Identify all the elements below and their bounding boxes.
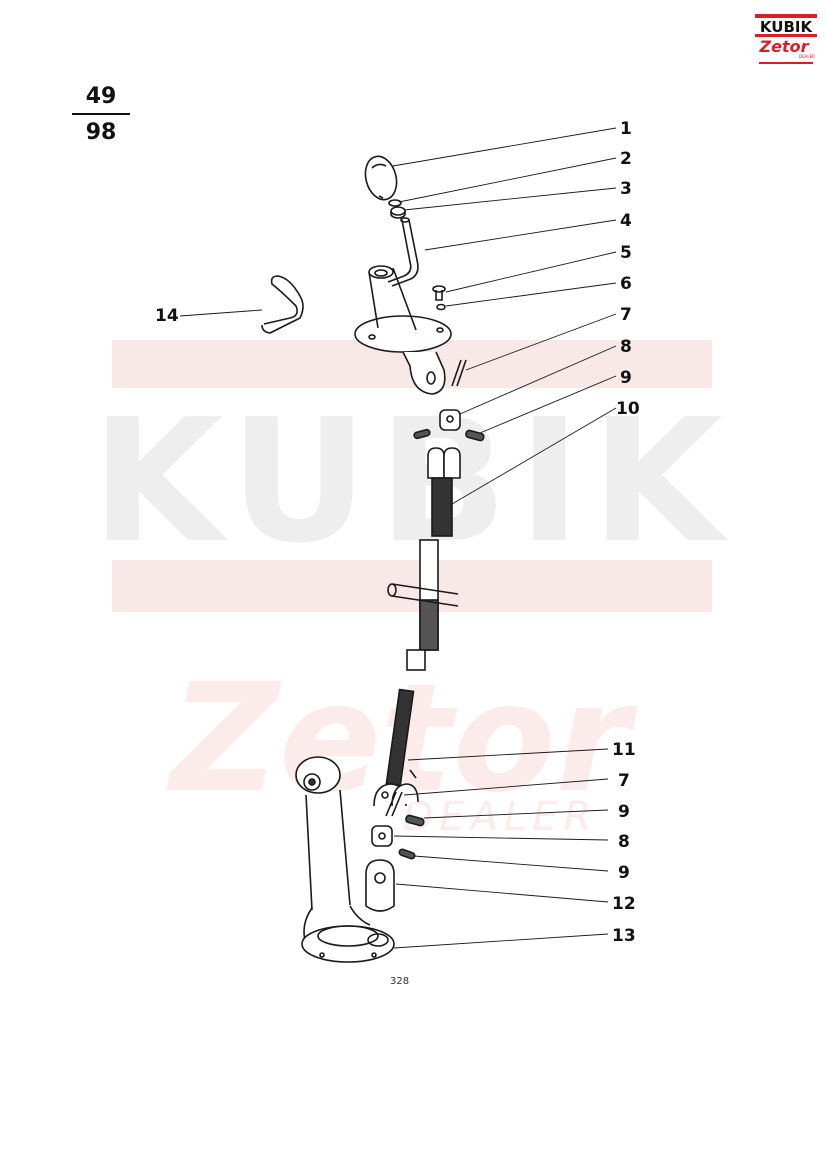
leader-lines — [179, 127, 617, 949]
fork-rod-part — [373, 688, 419, 807]
group-fraction: 49 98 — [72, 84, 130, 146]
pin-part-2 — [405, 814, 425, 827]
callout-7: 7 — [620, 305, 632, 325]
callout-9c: 9 — [618, 863, 630, 883]
housing-part — [354, 265, 452, 395]
block-part-2 — [371, 825, 393, 847]
callout-9b: 9 — [618, 802, 630, 822]
rod-part — [387, 539, 459, 671]
washer-part — [388, 199, 402, 207]
bolt-part — [432, 285, 446, 301]
callout-10: 10 — [616, 399, 640, 419]
callout-2: 2 — [620, 149, 632, 169]
fraction-bar — [72, 113, 130, 115]
pin-part-3 — [398, 848, 416, 860]
pin-parts — [413, 428, 485, 442]
group-number: 49 — [85, 84, 117, 109]
callout-7b: 7 — [618, 771, 630, 791]
callout-4: 4 — [620, 211, 632, 231]
callout-14: 14 — [155, 306, 179, 326]
watermark-kubik-text: KUBIK — [91, 383, 732, 581]
watermark-dealer-text: DEALER — [403, 794, 598, 840]
callout-3: 3 — [620, 179, 632, 199]
knob-part — [364, 155, 398, 201]
ring-part — [390, 206, 406, 219]
callout-9: 9 — [620, 368, 632, 388]
callout-11: 11 — [612, 740, 636, 760]
yoke-part — [365, 859, 395, 912]
split-pin-part-2 — [385, 791, 403, 817]
page-number: 328 — [390, 976, 410, 987]
callout-1: 1 — [620, 119, 632, 139]
callout-6: 6 — [620, 274, 632, 294]
callout-labels: 1 2 3 4 5 6 7 8 9 10 11 7 9 8 9 12 13 14 — [155, 119, 640, 946]
arm-base-part — [295, 756, 395, 963]
page-total: 98 — [85, 120, 117, 145]
callout-8b: 8 — [618, 832, 630, 852]
logo-dealer-text: DEALER — [799, 54, 815, 59]
logo-zetor-text: Zetor — [759, 37, 810, 56]
split-pin-part — [451, 359, 467, 387]
block-part — [439, 409, 461, 431]
spring-clip-part — [261, 275, 304, 334]
callout-8: 8 — [620, 337, 632, 357]
callout-12: 12 — [612, 894, 636, 914]
fork-tube-part — [427, 447, 461, 537]
kubik-zetor-logo: KUBIK Zetor DEALER — [755, 14, 817, 64]
small-washer-part — [436, 303, 446, 311]
callout-5: 5 — [620, 243, 632, 263]
callout-13: 13 — [612, 926, 636, 946]
logo-kubik-text: KUBIK — [760, 18, 814, 36]
lever-part — [387, 219, 419, 287]
